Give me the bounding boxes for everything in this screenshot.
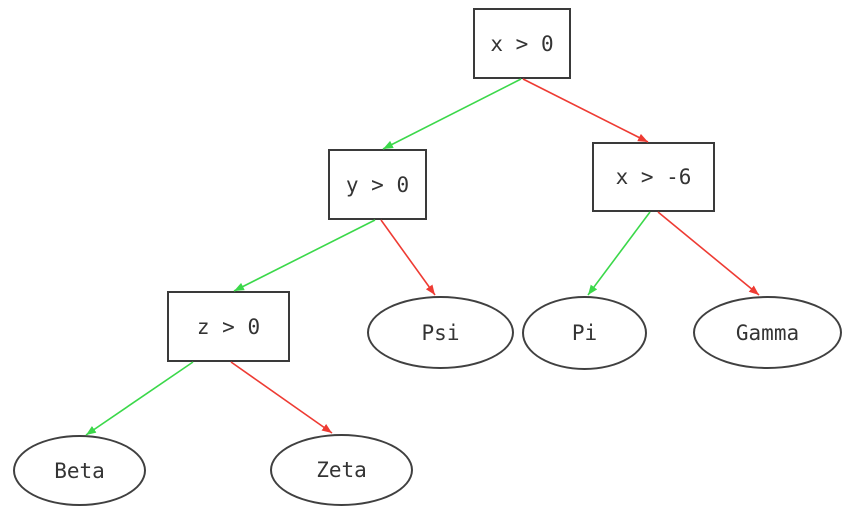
leaf-gamma: Gamma	[693, 296, 842, 369]
leaf-psi: Psi	[367, 296, 514, 369]
leaf-zeta-label: Zeta	[316, 458, 367, 482]
node-z-gt-0-label: z > 0	[196, 314, 261, 339]
node-y-gt-0: y > 0	[328, 149, 427, 220]
leaf-psi-label: Psi	[421, 320, 460, 345]
edge-y-false-to-psi	[380, 219, 436, 296]
node-x-gt-neg6-label: x > -6	[615, 165, 692, 189]
node-x-gt-neg6: x > -6	[592, 142, 715, 212]
edge-root-false-to-x-gt-neg6	[522, 78, 649, 143]
edge-y-true-to-z-gt-0	[233, 219, 376, 292]
leaf-pi-label: Pi	[571, 321, 598, 345]
edge-x-neg6-false-to-gamma	[657, 211, 760, 296]
edge-x-neg6-true-to-pi	[587, 211, 651, 296]
edge-z-false-to-zeta	[230, 361, 333, 434]
leaf-beta-label: Beta	[54, 458, 105, 483]
leaf-gamma-label: Gamma	[735, 320, 800, 345]
node-x-gt-0-label: x > 0	[490, 31, 554, 56]
leaf-beta: Beta	[13, 435, 146, 506]
edge-root-true-to-y-gt-0	[382, 78, 522, 150]
leaf-pi: Pi	[522, 296, 647, 370]
edge-z-true-to-beta	[85, 361, 194, 436]
node-x-gt-0: x > 0	[473, 8, 571, 79]
node-z-gt-0: z > 0	[167, 291, 290, 362]
leaf-zeta: Zeta	[270, 434, 413, 506]
node-y-gt-0-label: y > 0	[345, 172, 410, 197]
